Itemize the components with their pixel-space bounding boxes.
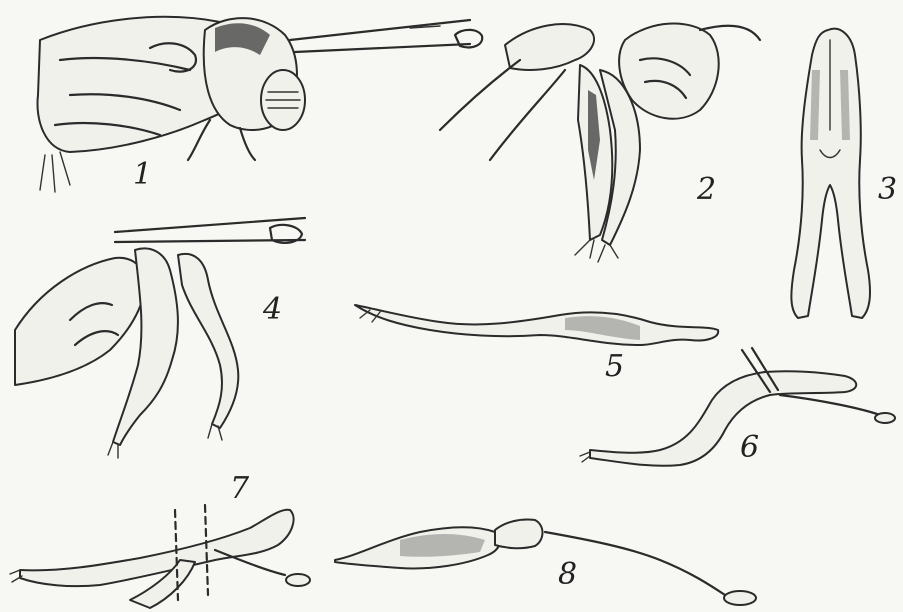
panel-7-drawing bbox=[10, 505, 310, 608]
panel-4-drawing bbox=[15, 218, 305, 458]
panel-5-drawing bbox=[355, 305, 718, 345]
panel-6-drawing bbox=[580, 348, 895, 466]
panel-number-4: 4 bbox=[263, 295, 282, 325]
panel-number-5: 5 bbox=[605, 352, 624, 382]
panel-number-3: 3 bbox=[878, 175, 897, 205]
panel-number-2: 2 bbox=[697, 175, 716, 205]
panel-1-drawing bbox=[37, 17, 482, 192]
panel-number-6: 6 bbox=[740, 433, 759, 463]
panel-number-7: 7 bbox=[230, 474, 249, 504]
panel-number-8: 8 bbox=[558, 560, 577, 590]
panel-8-drawing bbox=[335, 519, 756, 605]
panel-2-drawing bbox=[440, 24, 760, 262]
panel-3-drawing bbox=[791, 29, 870, 318]
panel-number-1: 1 bbox=[133, 160, 152, 190]
